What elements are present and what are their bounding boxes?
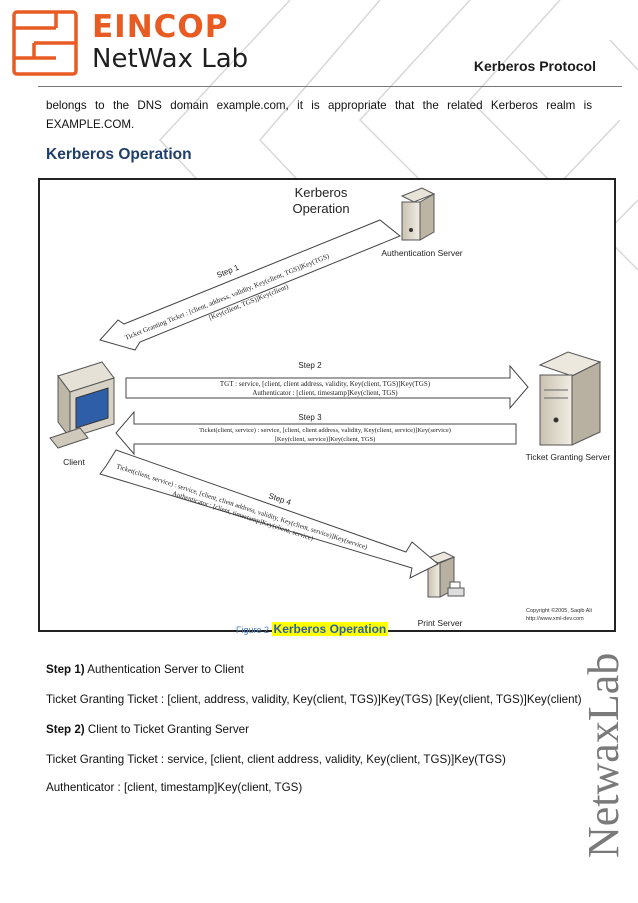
copyright-line1: Copyright ©2005, Saqib Ali (526, 607, 592, 614)
figure-caption-title: Kerberos Operation (271, 622, 389, 636)
step3-line1: Ticket(client, service) : service, [clie… (199, 427, 451, 434)
section-heading: Kerberos Operation (46, 146, 192, 163)
intro-paragraph: belongs to the DNS domain example.com, i… (46, 99, 592, 131)
step2-line1: TGT : service, [client, client address, … (220, 380, 431, 388)
kerberos-figure: Kerberos Operation Authentication Server… (38, 178, 616, 632)
authentication-server-icon (400, 187, 436, 241)
step2-label: Step 2) (46, 723, 85, 736)
step3-line2: [Key(client, service)]Key(client, TGS) (275, 436, 376, 443)
step2-line2: Authenticator : [client, timestamp]Key(c… (252, 389, 398, 397)
figure-caption-label: Figure 2 (236, 625, 270, 635)
step3-arrow (115, 410, 517, 456)
step1-line1: Ticket Granting Ticket : [client, addres… (124, 252, 331, 342)
ticket-granting-server-icon (538, 351, 602, 446)
step1-title: Step 1 (215, 263, 240, 280)
kerberos-diagram: Kerberos Operation Authentication Server… (49, 185, 611, 628)
eincop-logo-icon (12, 10, 78, 76)
logo-subtitle: NetWax Lab (92, 44, 249, 74)
step1-label: Step 1) (46, 663, 85, 676)
step1-desc: Authentication Server to Client (84, 663, 244, 676)
header-divider (38, 86, 622, 87)
step2-desc: Client to Ticket Granting Server (84, 723, 249, 736)
copyright-line2: http://www.xml-dev.com (526, 616, 584, 622)
step4-line1: Ticket(client, service) : service, [clie… (115, 463, 368, 551)
logo-brand-name: EINCOP (92, 9, 229, 45)
step2-heading: Step 2) Client to Ticket Granting Server (46, 723, 249, 736)
diagram-title-line2: Operation (292, 201, 349, 216)
diagram-title: Kerberos (295, 185, 348, 200)
svg-text:NetwaxLab: NetwaxLab (579, 653, 628, 858)
step2-authenticator-text: Authenticator : [client, timestamp]Key(c… (46, 781, 303, 794)
tgs-server-label: Ticket Granting Server (526, 452, 611, 462)
netwaxlab-watermark: NetwaxLab (579, 653, 628, 858)
auth-server-label: Authentication Server (381, 248, 462, 258)
step2-ticket-text: Ticket Granting Ticket : service, [clien… (46, 753, 506, 766)
step1-ticket-text: Ticket Granting Ticket : [client, addres… (46, 693, 582, 706)
step4-arrow (99, 449, 439, 579)
step1-arrow (99, 219, 401, 351)
step3-title: Step 3 (298, 413, 322, 422)
step2-arrow (125, 364, 529, 410)
print-server-icon (426, 551, 465, 598)
print-server-label: Print Server (418, 618, 463, 628)
client-label: Client (63, 457, 85, 467)
document-title: Kerberos Protocol (473, 58, 596, 74)
step2-title: Step 2 (298, 361, 322, 370)
step1-heading: Step 1) Authentication Server to Client (46, 663, 244, 676)
figure-caption: Figure 2 Kerberos Operation (236, 622, 389, 636)
client-computer-icon (49, 361, 115, 449)
